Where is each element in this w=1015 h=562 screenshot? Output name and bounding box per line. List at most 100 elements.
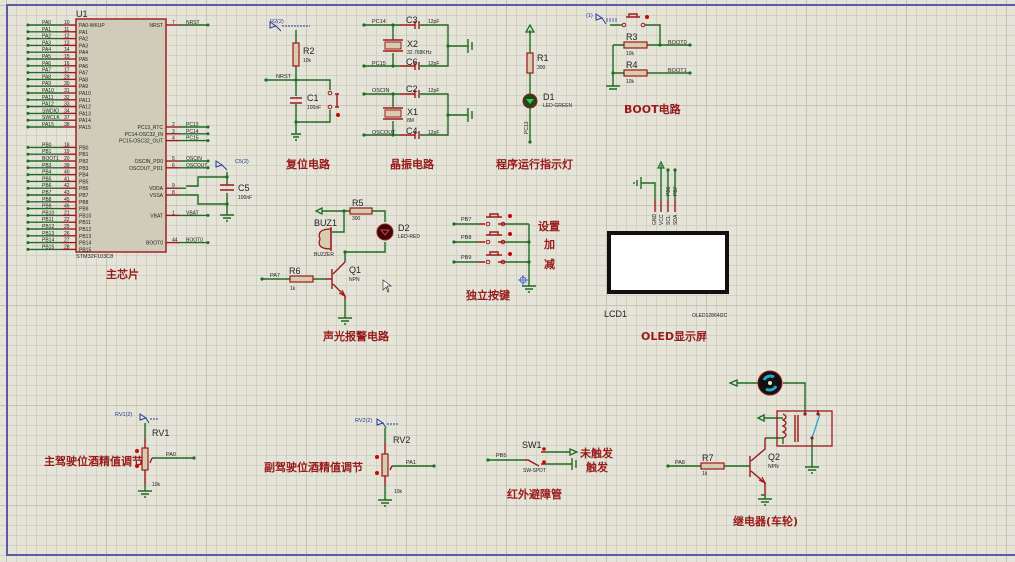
resistor-r1[interactable] [526,52,534,74]
boot-circuit[interactable]: (1) R3 10k R4 10k BOOT0 BOOT1 BOOT电路 [586,13,692,116]
resistor-r5[interactable] [349,207,373,215]
c5-probe: C5(2) [235,159,249,165]
q2-value: NPN [768,464,779,470]
mcu-pin-name: PA8 [79,77,88,83]
crystal-x2[interactable]: PC14 PC15 C3 12pF C6 12pF X2 32.768KHz [362,15,473,70]
mcu-pin-name: PA12 [79,105,91,111]
resistor-r6[interactable] [289,275,314,283]
oled-display[interactable]: GND VCC SCL SDA PB6 PB7 LCD1 OLED12864I2… [604,160,729,343]
probe-icon [269,21,282,32]
transistor-q1[interactable] [325,261,347,300]
run-led-title: 程序运行指示灯 [496,157,573,171]
mcu-body[interactable] [75,18,167,253]
d2-value: LED-RED [398,234,420,240]
reset-button[interactable] [327,90,340,117]
led-d2[interactable] [376,223,394,241]
resistor-r3[interactable] [623,41,648,49]
capacitor-c1[interactable] [290,97,302,104]
resistor-r7[interactable] [700,462,725,470]
mcu-pin-name: OSCOUT_PD1 [129,166,163,172]
potentiometer-rv2[interactable]: RV2(2) RV2 PA1 10k 副驾驶位酒精值调节 [264,418,436,507]
crystal-x1[interactable]: OSCIN OSCOUT C2 12pF C4 12pF X1 8M [362,84,473,139]
boot-button[interactable] [621,13,649,28]
ir-switch-sw1[interactable]: SW1 PB5 SW-SPDT 未触发 触发 红外避障管 [486,440,614,501]
alarm-circuit[interactable]: R5 300 D2 LED-RED BUZ1 BUZZER PA7 R6 1k … [260,198,420,343]
mcu-pin-name: PB14 [79,241,91,247]
rv1-value: 10k [152,482,161,488]
mcu-pin-number: 41 [64,176,70,182]
mcu-pin-number: 16 [64,61,70,67]
mcu-pin-name: OSCIN_PD0 [135,159,164,165]
x1-value: 8M [407,118,414,124]
mcu-pin-name: PA15 [79,125,91,131]
rv1-title: 主驾驶位酒精值调节 [44,454,143,468]
reset-circuit[interactable]: R2(2) R2 10k NRST C1 100nF 复位电路 [264,19,340,171]
mcu-pin-number: 44 [172,238,178,244]
buzzer-buz1[interactable] [318,228,332,250]
run-led-circuit[interactable]: R1 300 D1 LED-GREEN PC13 程序运行指示灯 [496,23,573,171]
mcu-pin-name: PB15 [79,247,91,253]
potentiometer-rv1[interactable]: RV1(2) RV1 PA0 10k 主驾驶位酒精值调节 [44,412,196,498]
relay-circuit[interactable]: PA8 R7 1k Q2 NPN 继电器(车轮) [666,370,833,528]
relay-net: PA8 [675,460,685,466]
resistor-r2[interactable] [292,42,300,67]
mcu-pin-number: 46 [64,204,70,210]
resistor-r4[interactable] [623,69,648,77]
relay-coil[interactable] [776,410,833,447]
transistor-q2[interactable] [749,438,767,495]
capacitor-c5[interactable]: C5(2) C5 100nF [186,159,252,222]
oled-screen[interactable] [607,231,729,294]
mcu-pin-name: NRST [149,23,163,29]
crystal-circuit[interactable]: PC14 PC15 C3 12pF C6 12pF X2 32.768KHz O… [362,15,473,171]
r2-ref: R2 [303,46,315,56]
